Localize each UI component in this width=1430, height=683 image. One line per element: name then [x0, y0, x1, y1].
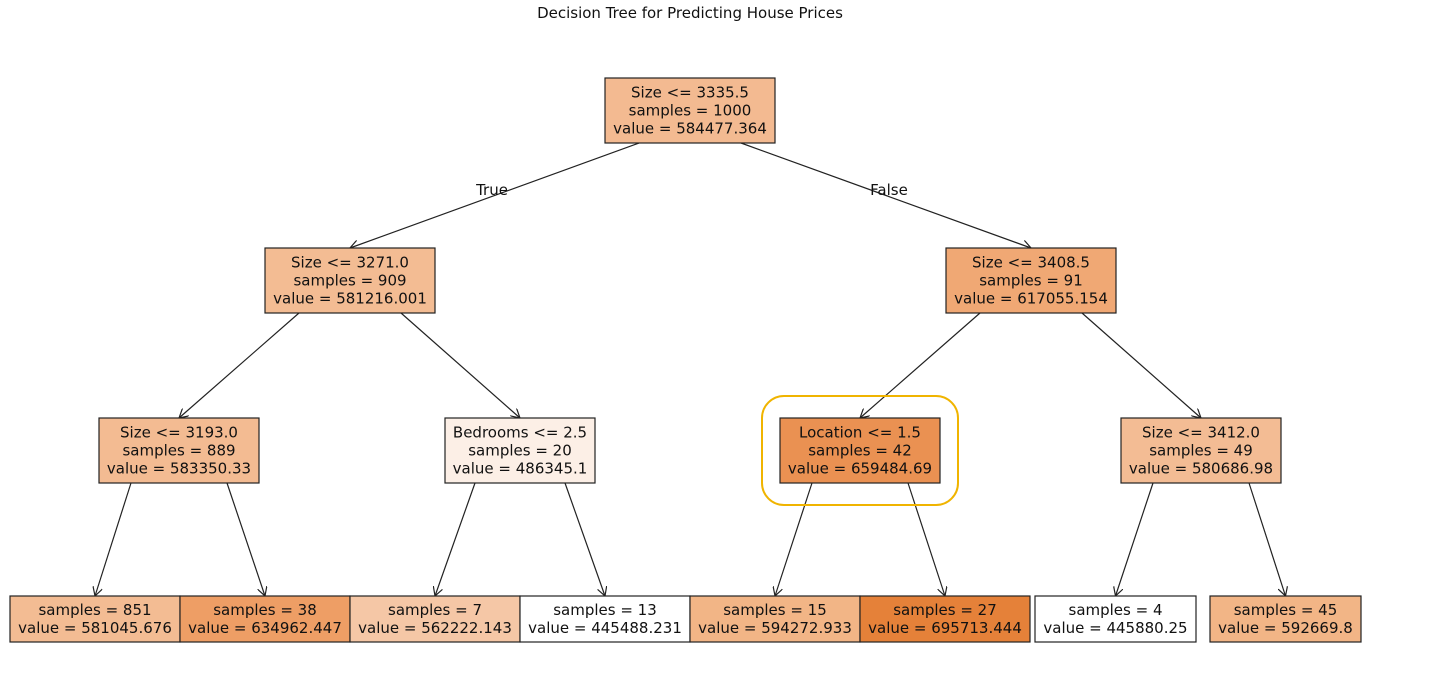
- diagram-title: Decision Tree for Predicting House Price…: [537, 4, 843, 22]
- node-text-line: value = 584477.364: [613, 120, 767, 138]
- node-text-line: Size <= 3335.5: [631, 84, 749, 102]
- node-box: [604, 77, 776, 144]
- node-box: [264, 247, 436, 314]
- node-text-line: value = 445880.25: [1043, 619, 1187, 637]
- node-box: [689, 595, 861, 643]
- node-text-line: value = 445488.231: [528, 619, 682, 637]
- node-text-line: samples = 38: [213, 601, 317, 619]
- node-box: [859, 595, 1031, 643]
- edge-n2-n5: [860, 312, 981, 418]
- node-text-line: Size <= 3408.5: [972, 254, 1090, 272]
- edges-layer: [95, 142, 1286, 596]
- node-text-line: samples = 27: [893, 601, 997, 619]
- highlight-ring: [761, 395, 959, 506]
- node-box: [1209, 595, 1362, 643]
- node-text-line: samples = 7: [388, 601, 482, 619]
- node-box: [779, 417, 941, 484]
- edge-n6-l7: [1116, 482, 1154, 596]
- node-text-line: samples = 45: [1234, 601, 1338, 619]
- node-text-line: Size <= 3412.0: [1142, 424, 1260, 442]
- node-text-line: samples = 42: [808, 442, 912, 460]
- node-text-line: samples = 851: [38, 601, 151, 619]
- edge-root-n2: [740, 142, 1031, 248]
- edge-n5-l6: [907, 482, 945, 596]
- node-text-line: value = 580686.98: [1129, 460, 1273, 478]
- node-text-line: Size <= 3193.0: [120, 424, 238, 442]
- node-text-line: value = 594272.933: [698, 619, 852, 637]
- edge-n6-l8: [1248, 482, 1286, 596]
- node-text-line: samples = 13: [553, 601, 657, 619]
- node-box: [179, 595, 351, 643]
- node-text-line: samples = 4: [1069, 601, 1163, 619]
- node-text-line: value = 659484.69: [788, 460, 932, 478]
- branch-label-false: False: [870, 181, 908, 199]
- node-text-line: samples = 909: [293, 272, 406, 290]
- node-text-line: Bedrooms <= 2.5: [453, 424, 587, 442]
- node-text-line: value = 486345.1: [453, 460, 588, 478]
- node-text-line: value = 581216.001: [273, 290, 427, 308]
- node-box: [98, 417, 260, 484]
- branch-labels: True False: [475, 181, 908, 199]
- edge-root-n1: [350, 142, 640, 248]
- edge-n4-l4: [564, 482, 605, 596]
- node-text-line: value = 581045.676: [18, 619, 172, 637]
- node-text-line: value = 634962.447: [188, 619, 342, 637]
- node-box: [1120, 417, 1282, 484]
- node-text-line: value = 695713.444: [868, 619, 1022, 637]
- node-text-line: value = 592669.8: [1218, 619, 1353, 637]
- node-text-line: samples = 889: [122, 442, 235, 460]
- node-box: [1034, 595, 1197, 643]
- edge-n3-l1: [95, 482, 132, 596]
- edge-n5-l5: [775, 482, 813, 596]
- node-box: [9, 595, 181, 643]
- node-box: [444, 417, 596, 484]
- edge-n4-l3: [435, 482, 476, 596]
- edge-n1-n3: [179, 312, 300, 418]
- edge-n1-n4: [400, 312, 520, 418]
- edge-n2-n6: [1081, 312, 1201, 418]
- node-box: [945, 247, 1117, 314]
- node-text-line: value = 617055.154: [954, 290, 1108, 308]
- node-text-line: value = 562222.143: [358, 619, 512, 637]
- node-text-line: samples = 1000: [629, 102, 752, 120]
- branch-label-true: True: [475, 181, 508, 199]
- node-text-line: Location <= 1.5: [799, 424, 921, 442]
- node-text-line: Size <= 3271.0: [291, 254, 409, 272]
- node-text-line: samples = 91: [979, 272, 1083, 290]
- node-text-line: samples = 15: [723, 601, 827, 619]
- node-text-line: samples = 20: [468, 442, 572, 460]
- node-text-line: value = 583350.33: [107, 460, 251, 478]
- node-text-line: samples = 49: [1149, 442, 1253, 460]
- edge-n3-l2: [226, 482, 265, 596]
- node-box: [349, 595, 521, 643]
